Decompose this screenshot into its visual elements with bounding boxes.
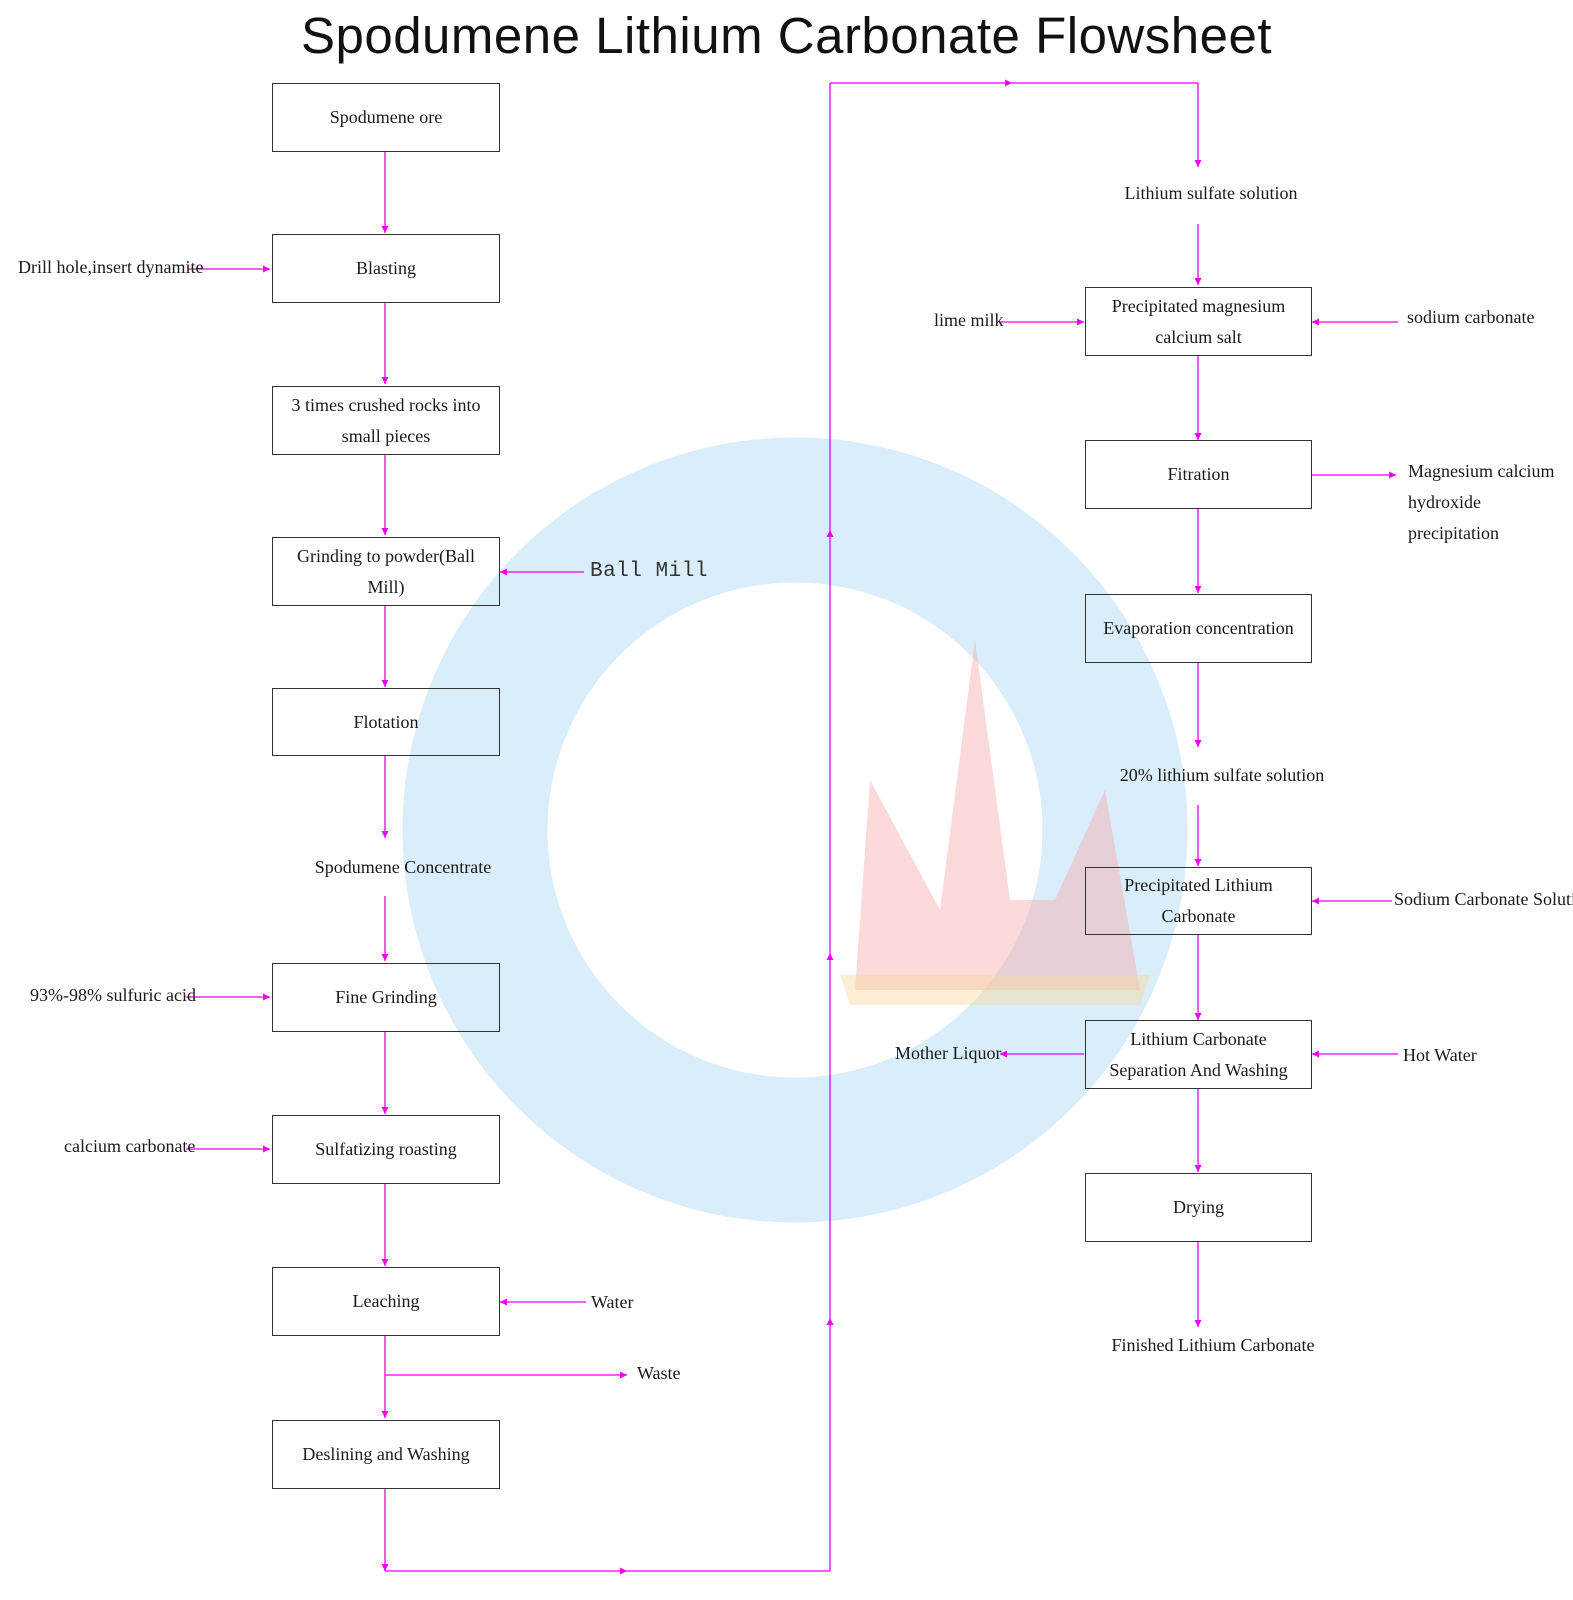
label-lime-milk: lime milk — [934, 310, 1004, 330]
box-grinding: Grinding to powder(Ball Mill) — [272, 537, 500, 606]
diagram-title: Spodumene Lithium Carbonate Flowsheet — [300, 7, 1273, 64]
box-flotation: Flotation — [272, 688, 500, 756]
label-drill-hole: Drill hole,insert dynamite — [18, 257, 204, 277]
label-ball-mill: Ball Mill — [590, 560, 708, 583]
label-sodium-carbonate: sodium carbonate — [1407, 307, 1535, 327]
label-hot-water: Hot Water — [1403, 1045, 1477, 1065]
label-sulfuric-acid: 93%-98% sulfuric acid — [30, 985, 196, 1005]
label-spodumene-concentrate: Spodumene Concentrate — [314, 857, 492, 877]
box-sulfatizing-roasting: Sulfatizing roasting — [272, 1115, 500, 1184]
label-calcium-carbonate: calcium carbonate — [64, 1136, 196, 1156]
label-20-percent-lithium-sulfate: 20% lithium sulfate solution — [1119, 765, 1325, 785]
label-lithium-sulfate-solution: Lithium sulfate solution — [1124, 183, 1298, 203]
label-mother-liquor: Mother Liquor — [895, 1043, 1002, 1063]
box-drying: Drying — [1085, 1173, 1312, 1242]
box-precipitated-lithium-carbonate: Precipitated Lithium Carbonate — [1085, 867, 1312, 935]
box-precipitated-mg-ca-salt: Precipitated magnesium calcium salt — [1085, 287, 1312, 356]
box-fine-grinding: Fine Grinding — [272, 963, 500, 1032]
label-water: Water — [591, 1292, 634, 1312]
box-filtration: Fitration — [1085, 440, 1312, 509]
box-crushing: 3 times crushed rocks into small pieces — [272, 386, 500, 455]
box-blasting: Blasting — [272, 234, 500, 303]
label-waste: Waste — [637, 1363, 681, 1383]
box-spodumene-ore: Spodumene ore — [272, 83, 500, 152]
box-evaporation-concentration: Evaporation concentration — [1085, 594, 1312, 663]
box-deslining-washing: Deslining and Washing — [272, 1420, 500, 1489]
box-separation-washing: Lithium Carbonate Separation And Washing — [1085, 1020, 1312, 1089]
label-finished-lithium-carbonate: Finished Lithium Carbonate — [1111, 1335, 1315, 1355]
box-leaching: Leaching — [272, 1267, 500, 1336]
label-sodium-carbonate-solution: Sodium Carbonate Solution — [1394, 889, 1573, 909]
label-mg-ca-hydroxide-precipitation: Magnesium calcium hydroxide precipitatio… — [1408, 461, 1555, 543]
